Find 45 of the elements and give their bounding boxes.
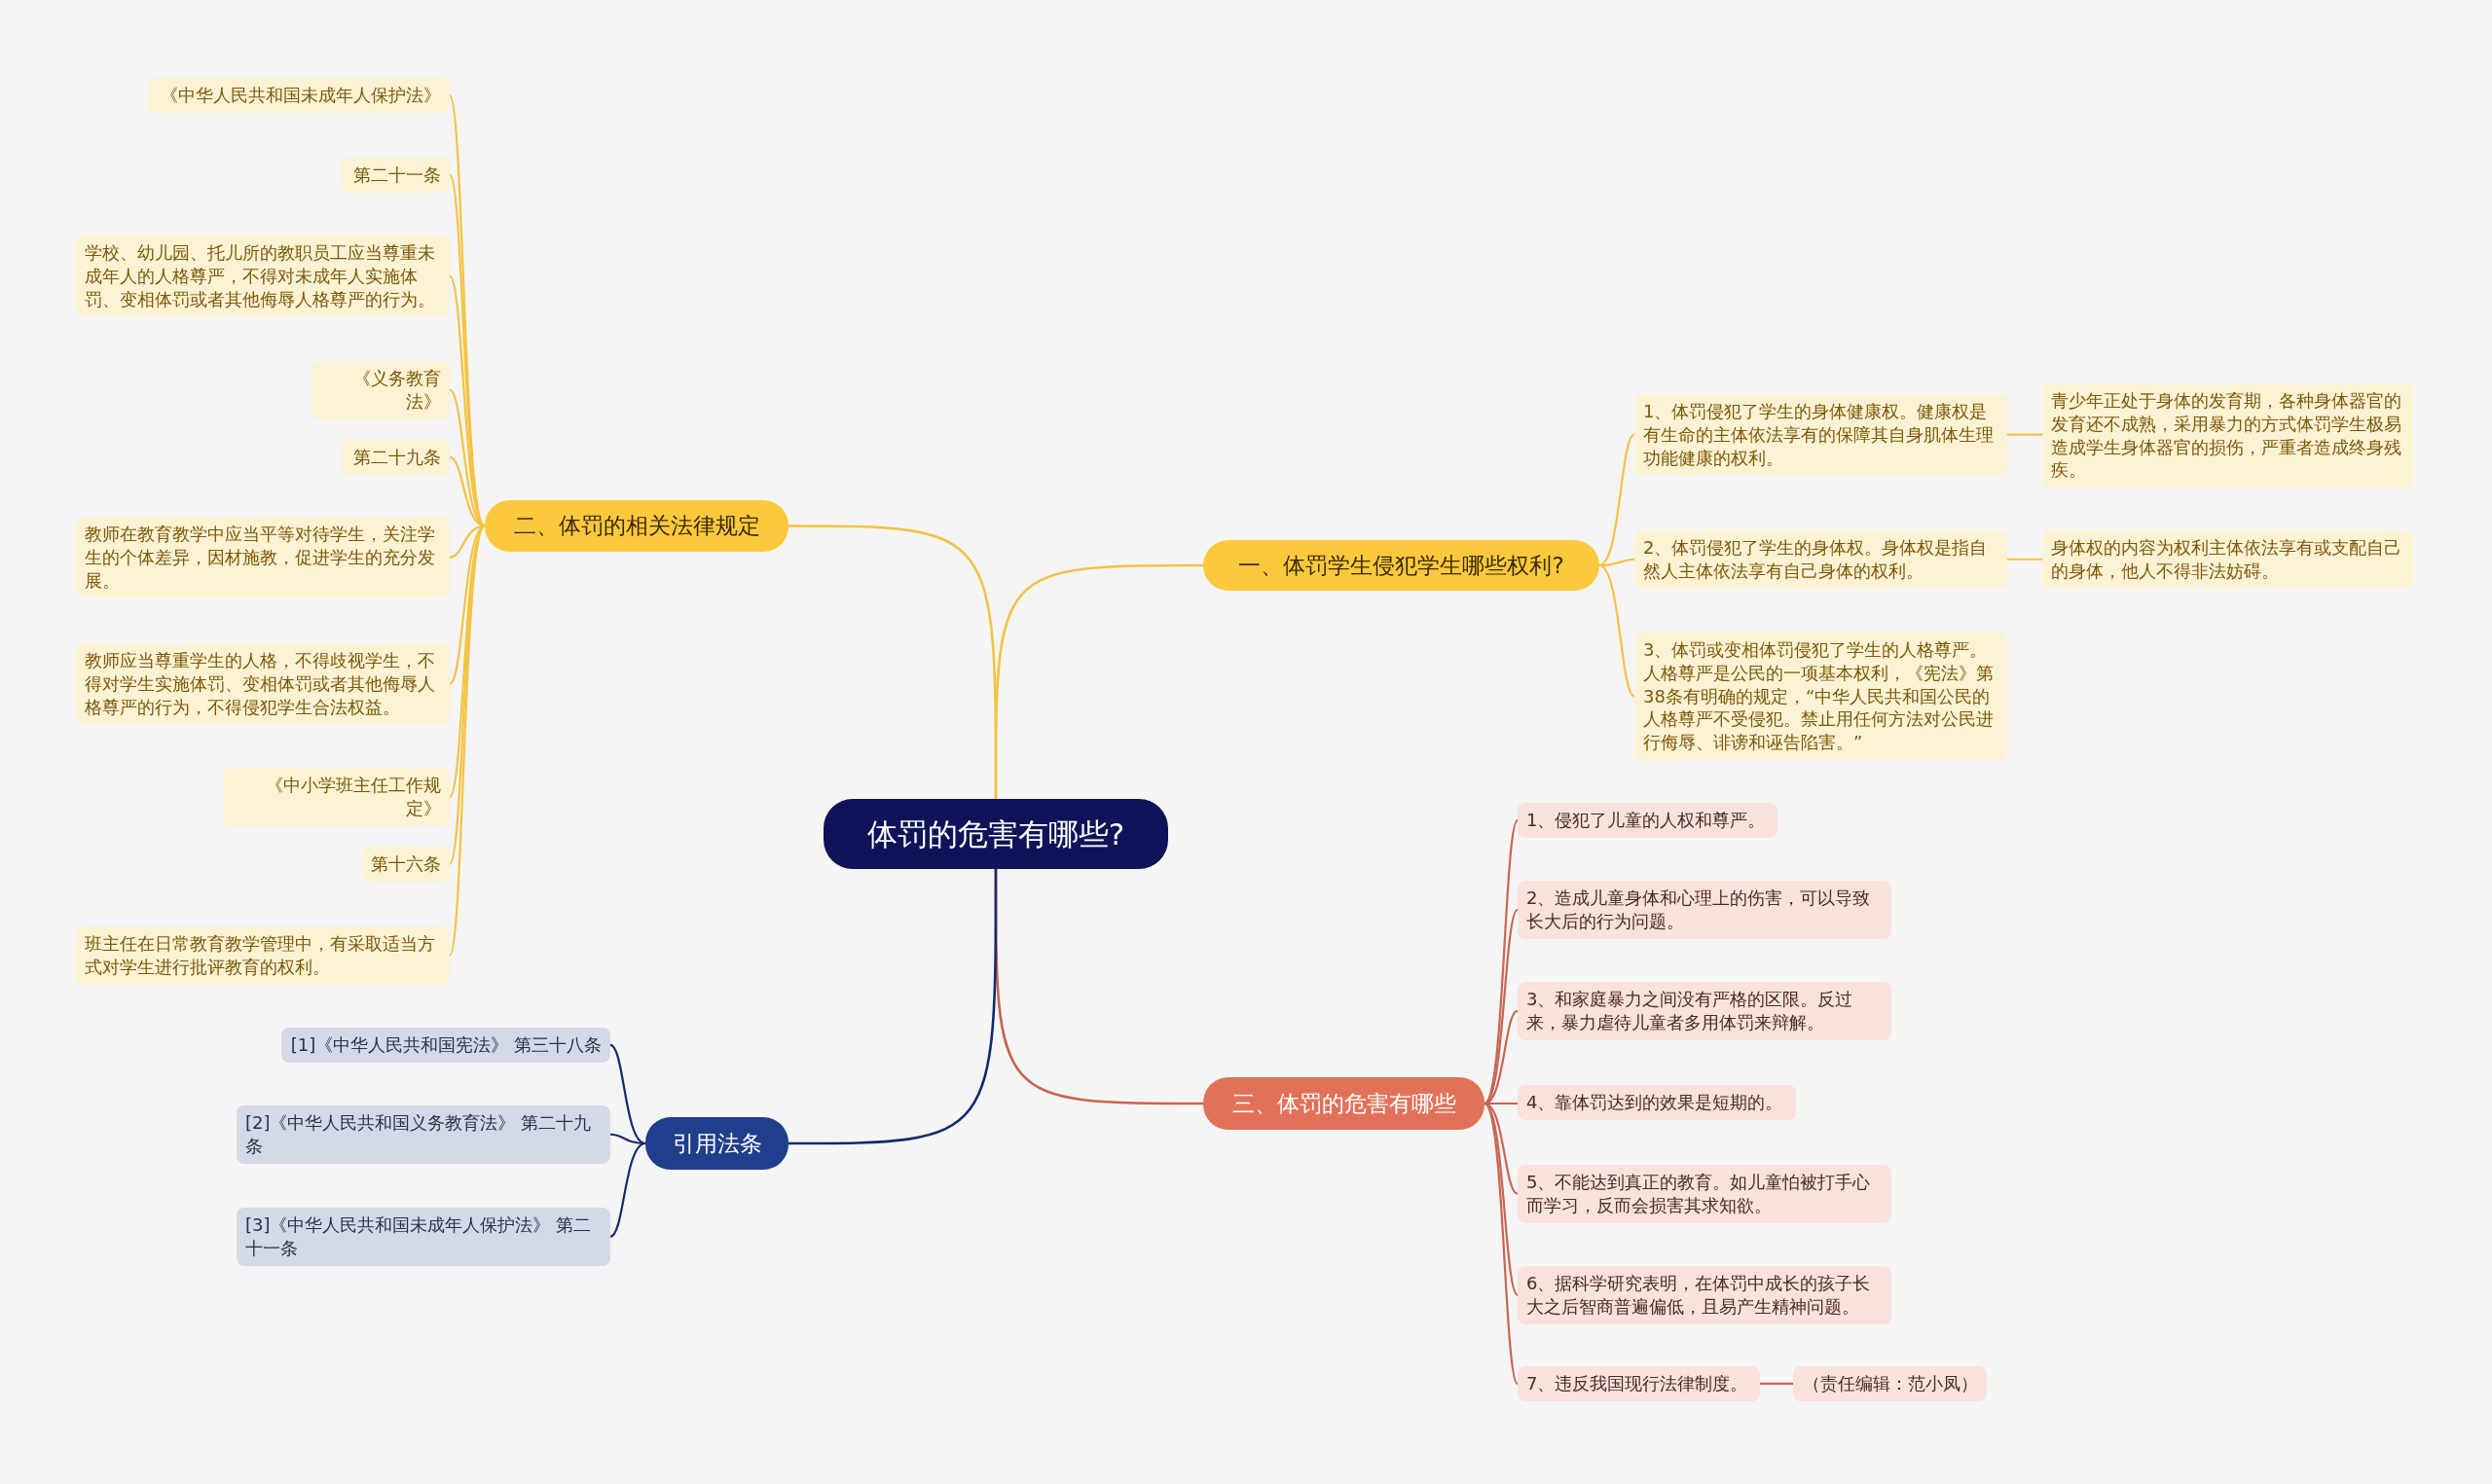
connector-line bbox=[1598, 564, 1635, 698]
topic-card: （责任编辑：范小凤） bbox=[1793, 1366, 1987, 1401]
branch-topic: 三、体罚的危害有哪些 bbox=[1203, 1077, 1484, 1130]
topic-card: 3、和家庭暴力之间没有严格的区限。反过来，暴力虐待儿童者多用体罚来辩解。 bbox=[1518, 982, 1891, 1040]
topic-card: 身体权的内容为权利主体依法享有或支配自己的身体，他人不得非法妨碍。 bbox=[2042, 530, 2413, 589]
topic-card: 7、违反我国现行法律制度。 bbox=[1518, 1366, 1760, 1401]
topic-card: 《义务教育法》 bbox=[312, 361, 450, 419]
topic-card: 教师应当尊重学生的人格，不得歧视学生，不得对学生实施体罚、变相体罚或者其他侮辱人格尊严的行为，不得侵犯学生合法权益。 bbox=[76, 643, 450, 725]
connector-line bbox=[448, 94, 486, 527]
topic-card: 6、据科学研究表明，在体罚中成长的孩子长大之后智商普遍偏低，且易产生精神问题。 bbox=[1518, 1266, 1891, 1324]
topic-card: 学校、幼儿园、托儿所的教职员工应当尊重未成年人的人格尊严，不得对未成年人实施体罚、变相体罚或者其他侮辱人格尊严的行为。 bbox=[76, 235, 450, 317]
central-topic: 体罚的危害有哪些? bbox=[824, 799, 1168, 869]
branch-topic: 二、体罚的相关法律规定 bbox=[485, 500, 788, 552]
connector-line bbox=[448, 525, 486, 957]
topic-card: 1、体罚侵犯了学生的身体健康权。健康权是有生命的主体依法享有的保障其自身肌体生理功能健康的权利。 bbox=[1634, 394, 2007, 476]
connector-line bbox=[1598, 433, 1635, 566]
topic-card: 2、造成儿童身体和心理上的伤害，可以导致长大后的行为问题。 bbox=[1518, 881, 1891, 939]
connector-line bbox=[1484, 1103, 1519, 1385]
connector-line bbox=[1484, 909, 1519, 1104]
connector-line bbox=[788, 525, 998, 799]
topic-card: 3、体罚或变相体罚侵犯了学生的人格尊严。人格尊严是公民的一项基本权利，《宪法》第38条有明确的规定，“中华人民共和国公民的人格尊严不受侵犯。禁止用任何方法对公民进行侮辱、诽谤和诬告陷害。” bbox=[1634, 633, 2007, 760]
topic-card: 5、不能达到真正的教育。如儿童怕被打手心而学习，反而会损害其求知欲。 bbox=[1518, 1165, 1891, 1223]
connector-line bbox=[609, 1043, 646, 1145]
topic-card: 教师在教育教学中应当平等对待学生，关注学生的个体差异，因材施教，促进学生的充分发展。 bbox=[76, 517, 450, 598]
topic-card: 班主任在日常教育教学管理中，有采取适当方式对学生进行批评教育的权利。 bbox=[76, 926, 450, 985]
topic-card: [3]《中华人民共和国未成年人保护法》 第二十一条 bbox=[237, 1208, 610, 1266]
topic-card: 第二十九条 bbox=[342, 440, 450, 475]
topic-card: [1]《中华人民共和国宪法》 第三十八条 bbox=[281, 1028, 610, 1063]
topic-card: 1、侵犯了儿童的人权和尊严。 bbox=[1518, 803, 1777, 838]
topic-card: [2]《中华人民共和国义务教育法》 第二十九条 bbox=[237, 1105, 610, 1164]
topic-card: 4、靠体罚达到的效果是短期的。 bbox=[1518, 1085, 1796, 1120]
topic-card: 《中小学班主任工作规定》 bbox=[223, 768, 450, 826]
connector-line bbox=[609, 1141, 646, 1238]
connector-line bbox=[1484, 1103, 1519, 1296]
topic-card: 2、体罚侵犯了学生的身体权。身体权是指自然人主体依法享有自己身体的权利。 bbox=[1634, 530, 2007, 589]
branch-topic: 一、体罚学生侵犯学生哪些权利? bbox=[1203, 540, 1599, 591]
topic-card: 《中华人民共和国未成年人保护法》 bbox=[148, 78, 450, 113]
topic-card: 青少年正处于身体的发育期，各种身体器官的发育还不成熟，采用暴力的方式体罚学生极易造成学生身体器官的损伤，严重者造成终身残疾。 bbox=[2042, 383, 2413, 488]
branch-topic: 引用法条 bbox=[645, 1117, 788, 1170]
connector-line bbox=[2007, 433, 2042, 436]
connector-line bbox=[1760, 1382, 1793, 1385]
connector-line bbox=[788, 869, 998, 1145]
topic-card: 第十六条 bbox=[361, 847, 450, 882]
connector-line bbox=[2007, 558, 2042, 561]
topic-card: 第二十一条 bbox=[342, 158, 450, 193]
